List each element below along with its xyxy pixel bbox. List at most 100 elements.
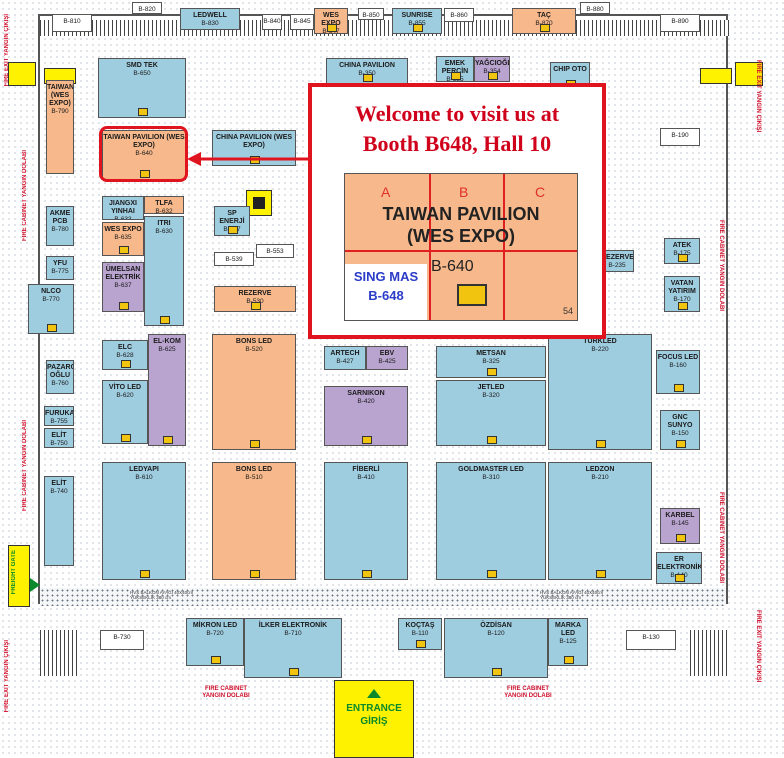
booth-name: JETLED <box>477 384 505 391</box>
booth-marker-icon <box>160 316 170 324</box>
booth-spenerji[interactable]: SP ENERJİB-537 <box>214 206 250 236</box>
booth-chinapav1[interactable]: CHINA PAVILIONB-350 <box>326 58 408 84</box>
booth-code: B-310 <box>482 474 500 482</box>
booth-b730[interactable]: B-730 <box>100 630 144 650</box>
booth-code: B-325 <box>482 358 500 366</box>
booth-name: EBV <box>379 350 395 357</box>
booth-name: EL-KOM <box>153 338 181 345</box>
booth-code: B-354 <box>475 68 509 75</box>
booth-b820[interactable]: B-820 <box>132 2 162 14</box>
zoom-column-c: C <box>535 184 546 200</box>
booth-b890[interactable]: B-890 <box>660 14 700 32</box>
booth-marker-icon <box>327 24 337 32</box>
booth-name: VATAN YATIRIM <box>668 280 696 296</box>
booth-b840[interactable]: B-840 <box>262 14 282 30</box>
booth-b539[interactable]: B-539 <box>214 252 254 266</box>
booth-code: B-855 <box>393 20 441 27</box>
entrance[interactable]: ENTRANCE GİRİŞ <box>334 680 414 758</box>
booth-code: B-640 <box>135 150 153 158</box>
stairs-bottom-right <box>690 630 730 676</box>
booth-b880[interactable]: B-880 <box>580 2 610 14</box>
booth-code: B-320 <box>482 392 500 400</box>
booth-taiwanwes[interactable]: TAIWAN (WES EXPO)B-790 <box>46 80 74 174</box>
booth-marker-icon <box>121 434 131 442</box>
freight-gate-label: FREIGHT GATE <box>11 550 17 595</box>
booth-code: B-160 <box>669 362 687 370</box>
booth-name: SUNRISE <box>401 12 433 19</box>
booth-name: ELİT <box>51 432 67 439</box>
booth-code: B-410 <box>357 474 375 482</box>
booth-taiwanpav[interactable]: TAIWAN PAVILION (WES EXPO)B-640 <box>102 130 186 180</box>
booth-name: ELİT <box>51 480 67 487</box>
booth-code: B-860 <box>450 12 468 19</box>
booth-b850[interactable]: B-850 <box>358 8 384 20</box>
booth-b553[interactable]: B-553 <box>256 244 294 258</box>
booth-code: B-125 <box>559 638 577 646</box>
booth-name: YFU <box>53 260 67 267</box>
booth-code: B-150 <box>671 430 689 438</box>
booth-furukawa[interactable]: FURUKAWAB-755 <box>44 406 74 426</box>
booth-code: B-510 <box>245 474 263 482</box>
booth-b810[interactable]: B-810 <box>52 14 92 32</box>
zoom-title-line-1: TAIWAN PAVILION <box>382 204 540 224</box>
booth-b860[interactable]: B-860 <box>444 8 474 22</box>
booth-b130[interactable]: B-130 <box>626 630 676 650</box>
booth-emekpercin[interactable]: EMEK PERÇİNB-355 <box>436 56 474 82</box>
booth-marker-icon <box>47 324 57 332</box>
booth-b190[interactable]: B-190 <box>660 128 700 146</box>
column-marker-1 <box>246 190 272 216</box>
booth-atek[interactable]: ATEKB-175 <box>664 238 700 264</box>
freight-gate: FREIGHT GATE <box>8 545 30 607</box>
entrance-arrow-icon <box>367 689 381 698</box>
booth-name: GOLDMASTER LED <box>458 466 524 473</box>
booth-code: B-110 <box>411 630 429 638</box>
booth-b845[interactable]: B-845 <box>290 14 314 30</box>
booth-yagcioglu[interactable]: YAĞCIOĞLUB-354 <box>474 56 510 82</box>
fire-exit-label-top-right: FIRE EXIT YANGIN ÇIKIŞI <box>755 60 761 133</box>
booth-code: B-553 <box>266 248 284 255</box>
